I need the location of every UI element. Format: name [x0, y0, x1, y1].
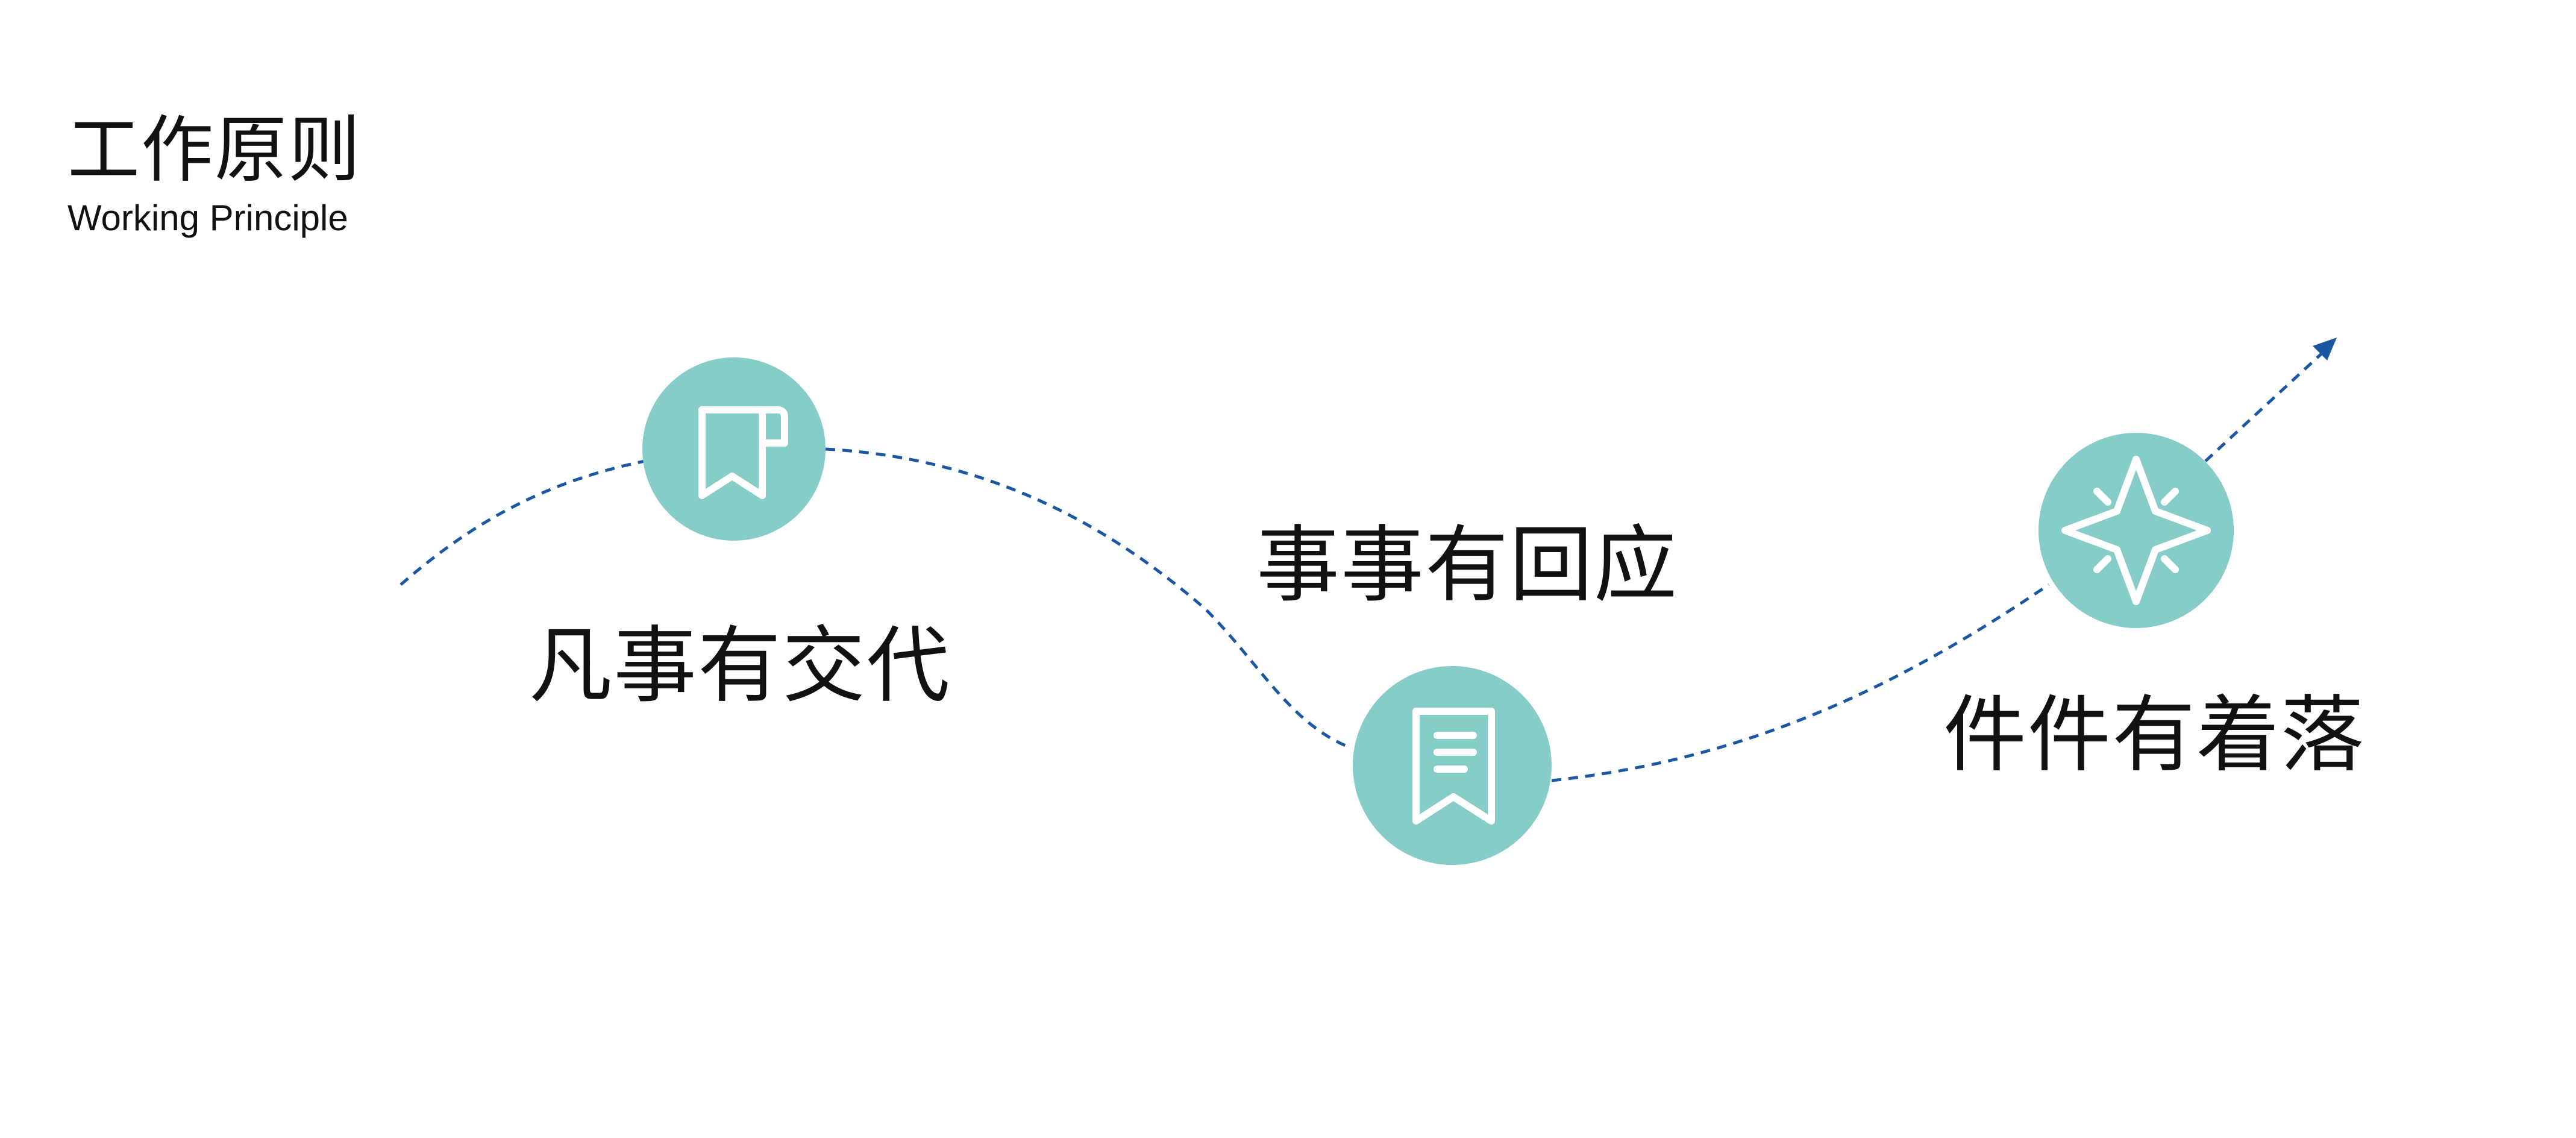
page-title: 工作原则	[67, 108, 362, 192]
step-node-2	[1353, 666, 1552, 865]
document-bookmark-icon	[1412, 708, 1495, 825]
step-node-3	[2039, 433, 2234, 628]
step-circle-1	[642, 357, 826, 541]
step-circle-3	[2039, 433, 2234, 628]
step-label-3: 件件有着落	[1943, 687, 2366, 784]
step-label-2: 事事有回应	[1256, 517, 1679, 614]
step-label-1: 凡事有交代	[529, 617, 951, 714]
four-point-star-icon	[2061, 456, 2211, 605]
connector-path-end	[1551, 583, 2050, 782]
header: 工作原则 Working Principle	[67, 108, 362, 240]
connector-arrow	[2204, 348, 2327, 462]
step-node-1	[642, 357, 826, 541]
connector-path-start	[400, 459, 645, 586]
arrowhead-icon	[2313, 338, 2337, 360]
page-subtitle: Working Principle	[67, 198, 348, 238]
connector-path-middle	[825, 447, 1350, 749]
bookmark-icon	[698, 406, 788, 499]
